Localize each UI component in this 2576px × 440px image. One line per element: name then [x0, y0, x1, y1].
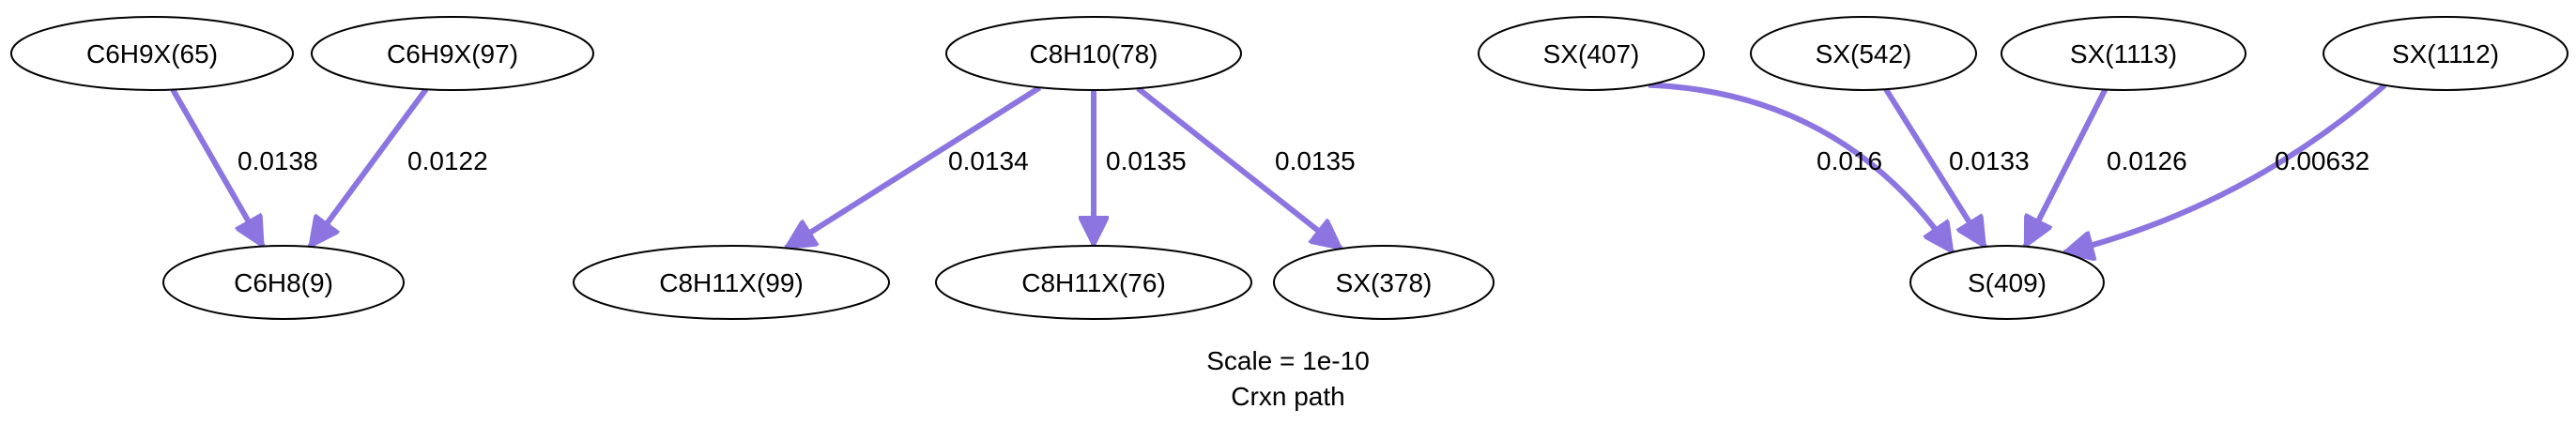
edge-label: 0.0122 [407, 146, 488, 175]
graph-node: S(409) [1909, 245, 2105, 320]
node-label: SX(1112) [2392, 39, 2499, 68]
node-label: S(409) [1968, 268, 2047, 297]
graph-node: SX(1112) [2323, 16, 2568, 91]
node-ellipse [1909, 245, 2105, 320]
node-ellipse [311, 16, 594, 91]
edge-label: 0.0135 [1106, 146, 1187, 175]
node-ellipse [1478, 16, 1705, 91]
node-label: SX(542) [1816, 39, 1912, 68]
edge-label: 0.0138 [238, 146, 318, 175]
graph-node: C8H10(78) [945, 16, 1242, 91]
edge-arrow [2022, 88, 2108, 247]
node-label: C8H11X(76) [1021, 268, 1166, 297]
node-label: C6H9X(65) [86, 39, 218, 68]
caption-scale: Scale = 1e-10 [1206, 346, 1370, 375]
node-label: SX(407) [1543, 39, 1640, 68]
edge-arrow [307, 87, 429, 247]
node-ellipse [2001, 16, 2246, 91]
edge-label: 0.0134 [948, 146, 1029, 175]
edges-layer: 0.0138 0.0122 0.0134 0.0135 0.0135 0.016 0.013… [170, 82, 2387, 253]
node-ellipse [935, 245, 1252, 320]
edge-arrow [2063, 83, 2387, 253]
graph-node: C8H11X(99) [573, 245, 890, 320]
node-ellipse [2323, 16, 2568, 91]
node-ellipse [573, 245, 890, 320]
graph-node: SX(542) [1750, 16, 1977, 91]
node-ellipse [10, 16, 294, 91]
edge-arrow [1883, 87, 1987, 247]
edge-arrow [786, 84, 1042, 250]
node-label: C8H10(78) [1030, 39, 1158, 68]
edge-arrow [1136, 85, 1341, 251]
node-ellipse [162, 245, 405, 320]
node-ellipse [945, 16, 1242, 91]
graph-node: C8H11X(76) [935, 245, 1252, 320]
caption-title: Crxn path [1231, 382, 1344, 411]
caption: Scale = 1e-10 Crxn path [1206, 346, 1370, 411]
node-label: C6H8(9) [234, 268, 333, 297]
edge-label: 0.0126 [2107, 146, 2187, 175]
edge-label: 0.0133 [1949, 146, 2030, 175]
edge-label: 0.0135 [1275, 146, 1356, 175]
node-label: SX(378) [1336, 268, 1433, 297]
nodes-layer: C6H9X(65) C6H9X(97) C6H8(9) C8H10(78) C8H11X… [10, 16, 2568, 320]
graph-node: SX(407) [1478, 16, 1705, 91]
node-label: C8H11X(99) [659, 268, 804, 297]
edge-arrow [1648, 82, 1955, 252]
node-ellipse [1273, 245, 1495, 320]
edge-arrow [170, 88, 266, 247]
graph-node: C6H9X(65) [10, 16, 294, 91]
graph-node: C6H9X(97) [311, 16, 594, 91]
node-label: C6H9X(97) [387, 39, 518, 68]
graph-node: SX(378) [1273, 245, 1495, 320]
node-ellipse [1750, 16, 1977, 91]
graph-node: C6H8(9) [162, 245, 405, 320]
node-label: SX(1113) [2070, 39, 2177, 68]
edge-label: 0.00632 [2275, 146, 2369, 175]
edge-label: 0.016 [1817, 146, 1882, 175]
graph-node: SX(1113) [2001, 16, 2246, 91]
